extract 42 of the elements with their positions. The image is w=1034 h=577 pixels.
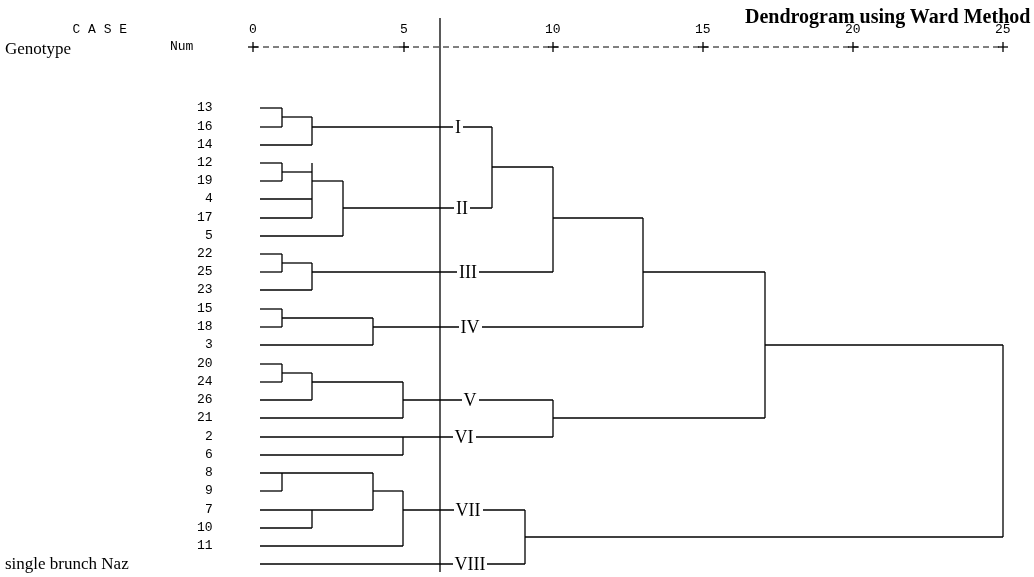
tick-label: 15 [695, 22, 711, 38]
cluster-label: III [457, 263, 479, 281]
case-number: 12 [197, 155, 213, 171]
case-number: 18 [197, 319, 213, 335]
case-number: 17 [197, 210, 213, 226]
cluster-label: IV [458, 318, 482, 336]
axis-header: C A S E [72, 22, 128, 38]
tick-label: 0 [249, 22, 257, 38]
tick-label: 10 [545, 22, 561, 38]
axis-header: Num [170, 39, 194, 55]
case-number: 25 [197, 264, 213, 280]
tick-label: 5 [400, 22, 408, 38]
case-number: 19 [197, 173, 213, 189]
case-number: 10 [197, 520, 213, 536]
cluster-label: II [454, 199, 470, 217]
case-number: 13 [197, 100, 213, 116]
case-number: 26 [197, 392, 213, 408]
cluster-label: VII [453, 501, 483, 519]
case-number: 24 [197, 374, 213, 390]
case-number: 6 [205, 447, 213, 463]
cluster-label: I [453, 118, 463, 136]
case-number: 7 [205, 502, 213, 518]
case-number: 9 [205, 483, 213, 499]
case-number: 14 [197, 137, 213, 153]
axis-header: Genotype [5, 41, 72, 57]
case-number: 22 [197, 246, 213, 262]
case-number: 15 [197, 301, 213, 317]
case-number: 2 [205, 429, 213, 445]
case-number: 5 [205, 228, 213, 244]
cluster-label: V [461, 391, 479, 409]
case-number: 8 [205, 465, 213, 481]
case-number: 20 [197, 356, 213, 372]
case-number: 23 [197, 282, 213, 298]
case-number: 3 [205, 337, 213, 353]
case-number: 4 [205, 191, 213, 207]
case-number: 16 [197, 119, 213, 135]
cluster-label: VIII [452, 555, 488, 573]
tick-label: 25 [995, 22, 1011, 38]
cluster-label: VI [452, 428, 476, 446]
case-number: 21 [197, 410, 213, 426]
genotype-label: single brunch Naz [5, 556, 129, 572]
case-number: 11 [197, 538, 213, 554]
